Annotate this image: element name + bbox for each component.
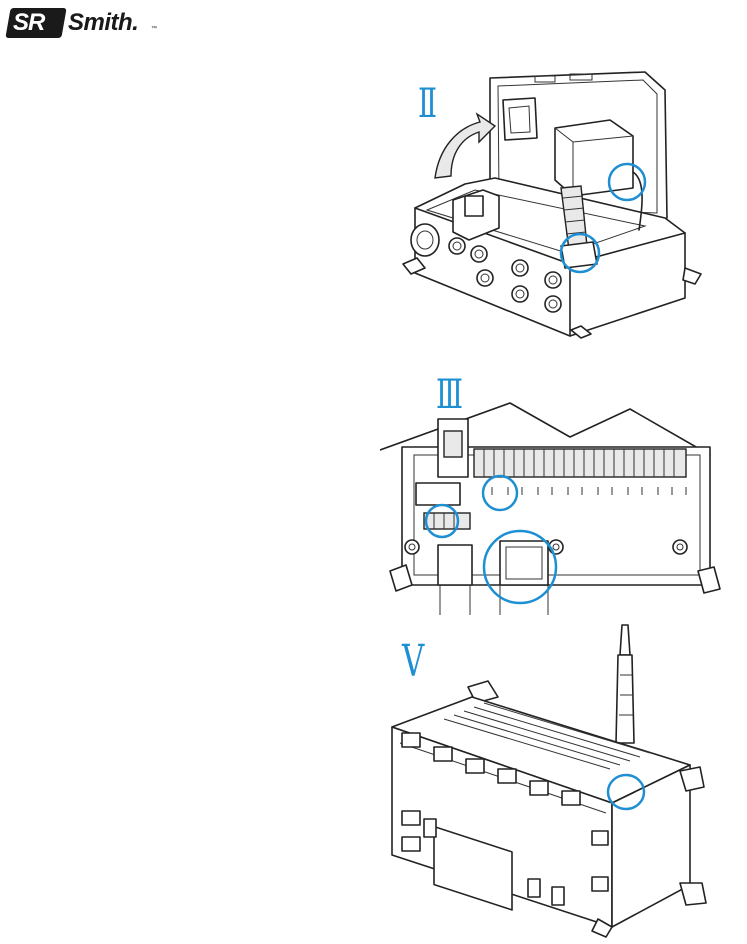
figure-terminal-block	[380, 395, 730, 615]
terminal-block-drawing	[380, 395, 730, 615]
open-enclosure-drawing	[395, 68, 715, 343]
brand-logo: SR Smith. ™	[8, 8, 158, 38]
logo-trademark: ™	[151, 26, 157, 32]
closed-enclosure-drawing	[380, 615, 730, 944]
logo-boxed-text: SR	[13, 9, 44, 37]
logo-text: Smith.	[68, 9, 138, 37]
figure-open-enclosure	[395, 68, 715, 343]
figure-closed-enclosure	[380, 615, 730, 944]
